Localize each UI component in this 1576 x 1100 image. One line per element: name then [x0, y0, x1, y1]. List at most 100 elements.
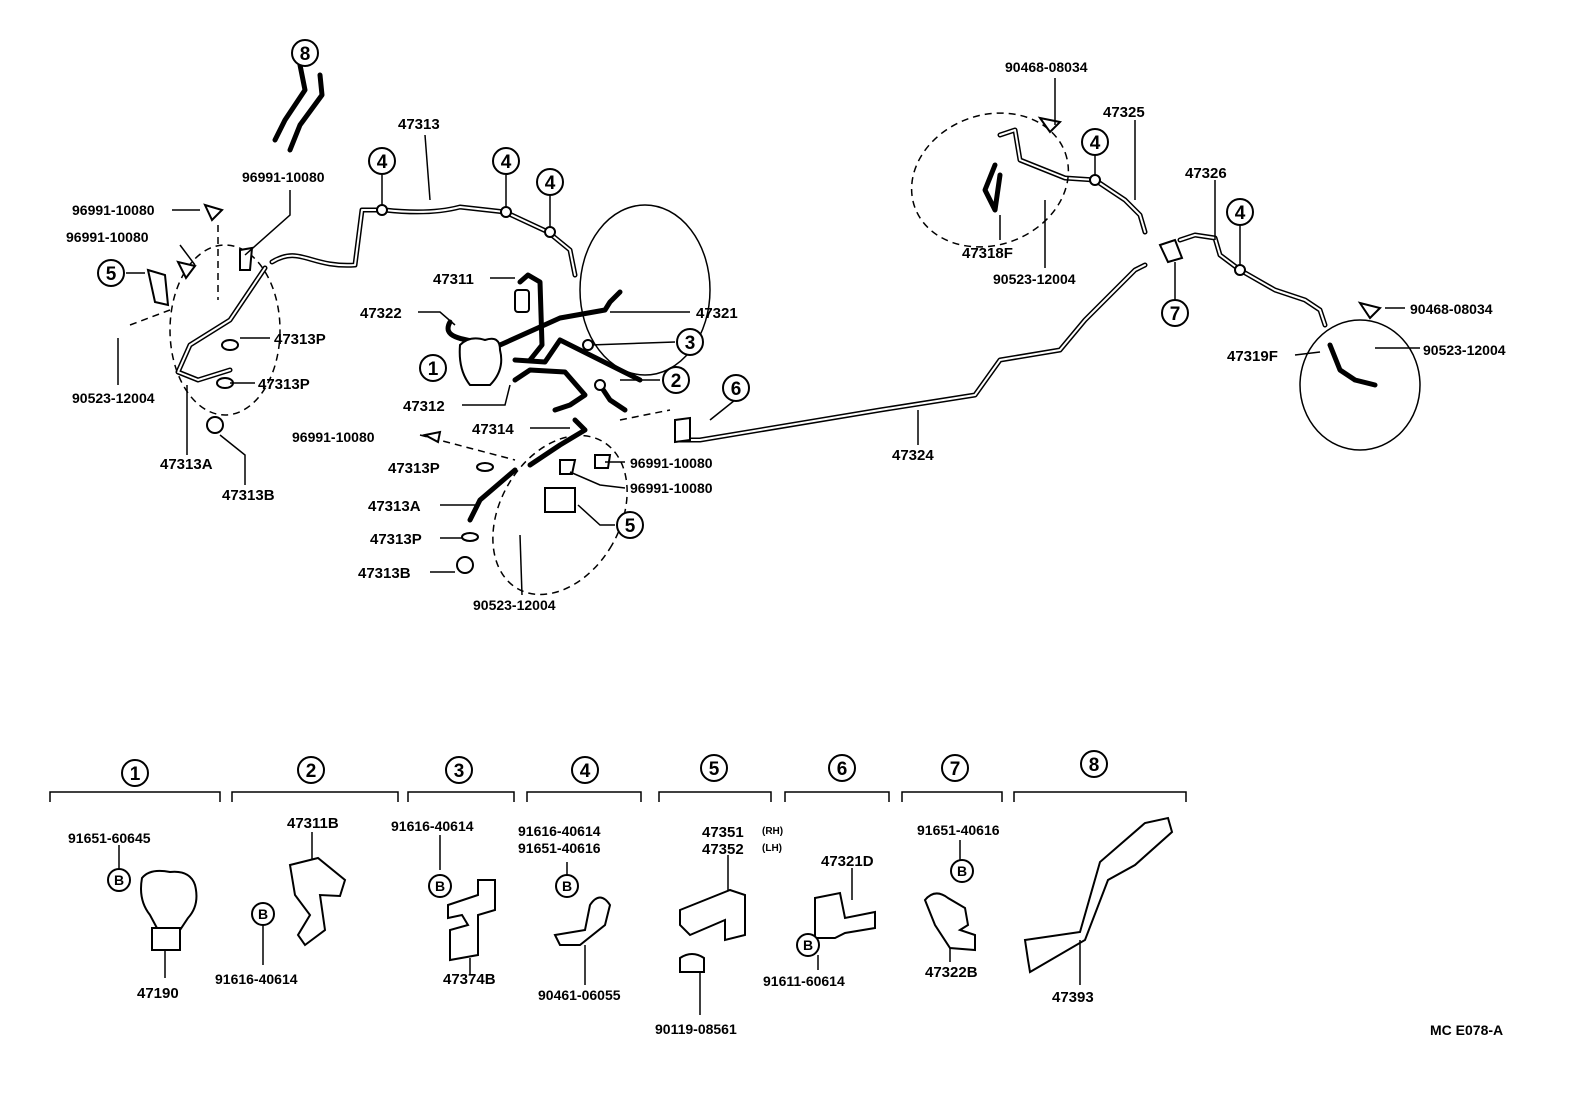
svg-text:B: B — [258, 906, 268, 922]
svg-text:B: B — [114, 872, 124, 888]
svg-text:5: 5 — [106, 264, 117, 285]
label-90523-r: 90523-12004 — [1423, 342, 1506, 358]
svg-text:4: 4 — [377, 152, 388, 173]
label-96991-c: 96991-10080 — [292, 429, 375, 445]
valve-47190-icon — [140, 869, 198, 931]
label-90523-mid: 90523-12004 — [473, 597, 556, 613]
svg-text:4: 4 — [580, 761, 591, 782]
clamp-90461-icon — [553, 896, 612, 946]
label-47313P-a: 47313P — [274, 331, 326, 348]
callout-6-mid: 6 — [722, 374, 750, 402]
label-90523-left: 90523-12004 — [72, 390, 155, 406]
brake-pipes — [175, 62, 1378, 523]
label-g6-a: 47321D — [821, 853, 874, 870]
group-8-header: 8 — [1080, 750, 1108, 778]
svg-text:B: B — [957, 863, 967, 879]
bracket-47311B-icon — [288, 856, 347, 947]
svg-text:8: 8 — [300, 44, 311, 65]
label-g5-a-tag: (RH) — [762, 826, 783, 837]
bracket-47393-icon — [1023, 816, 1174, 974]
clamp-icon — [674, 416, 691, 444]
group-7-header: 7 — [941, 754, 969, 782]
svg-text:5: 5 — [709, 759, 720, 780]
label-47313: 47313 — [398, 116, 440, 133]
bolt-90119-icon — [679, 953, 705, 973]
callout-4-b: 4 — [492, 147, 520, 175]
group-1-header: 1 — [121, 759, 149, 787]
label-g1-b: 47190 — [137, 985, 179, 1002]
bracket-icon — [146, 268, 170, 307]
label-47313P-b: 47313P — [258, 376, 310, 393]
callout-5-mid: 5 — [616, 511, 644, 539]
b-marker: B — [796, 933, 820, 957]
label-47311: 47311 — [433, 271, 474, 288]
svg-text:7: 7 — [950, 759, 961, 780]
callout-8-top: 8 — [291, 39, 319, 67]
clip-47374B-icon — [447, 879, 496, 962]
label-47324: 47324 — [892, 447, 934, 464]
svg-text:4: 4 — [1090, 133, 1101, 154]
label-47313P-c: 47313P — [388, 460, 440, 477]
group-4-header: 4 — [571, 756, 599, 784]
svg-text:3: 3 — [685, 333, 696, 354]
svg-text:2: 2 — [671, 371, 682, 392]
svg-text:4: 4 — [501, 152, 512, 173]
label-g8-a: 47393 — [1052, 989, 1094, 1006]
label-47325: 47325 — [1103, 104, 1145, 121]
pipe-joints — [376, 174, 1246, 391]
label-47321: 47321 — [696, 305, 738, 322]
group-headers: 1 2 3 4 5 6 7 8 — [49, 750, 1187, 802]
label-47313A-left: 47313A — [160, 456, 213, 473]
svg-text:B: B — [803, 937, 813, 953]
label-47326: 47326 — [1185, 165, 1227, 182]
component-outlines — [129, 112, 1421, 596]
callout-4-d: 4 — [1081, 128, 1109, 156]
label-g4-b: 91651-40616 — [518, 840, 601, 856]
label-g3-b: 47374B — [443, 971, 496, 988]
leader-lines — [117, 78, 1420, 596]
label-g2-b: 91616-40614 — [215, 971, 298, 987]
svg-text:7: 7 — [1170, 304, 1181, 325]
label-96991-b: 96991-10080 — [66, 229, 149, 245]
label-g2-a: 47311B — [287, 815, 339, 832]
label-47313B-mid: 47313B — [358, 565, 411, 582]
bracket-47322B-icon — [923, 892, 976, 952]
label-47313A-mid: 47313A — [368, 498, 421, 515]
label-90468-r: 90468-08034 — [1410, 301, 1493, 317]
label-g4-a: 91616-40614 — [518, 823, 601, 839]
callout-2-mid: 2 — [662, 366, 690, 394]
part-labels: 47313 96991-10080 96991-10080 96991-1008… — [66, 59, 1506, 613]
label-90468-top: 90468-08034 — [1005, 59, 1088, 75]
svg-text:8: 8 — [1089, 755, 1100, 776]
callout-1-mid: 1 — [419, 354, 447, 382]
callout-3-mid: 3 — [676, 328, 704, 356]
group-6-header: 6 — [828, 754, 856, 782]
callout-7-mid: 7 — [1161, 299, 1189, 327]
label-90523-rc: 90523-12004 — [993, 271, 1076, 287]
b-marker: B — [107, 868, 131, 892]
callout-4-e: 4 — [1226, 198, 1254, 226]
clip-47321D-icon — [814, 891, 876, 939]
bolt-icon — [456, 556, 474, 574]
bracket-47351-icon — [679, 888, 746, 942]
b-marker: B — [950, 859, 974, 883]
callouts: 8 4 4 4 5 1 3 2 6 5 4 7 4 — [97, 39, 1254, 539]
label-g5-c: 90119-08561 — [655, 1021, 737, 1037]
label-g5-b-tag: (LH) — [762, 843, 782, 854]
label-47319F: 47319F — [1227, 348, 1278, 365]
label-96991-d: 96991-10080 — [630, 455, 713, 471]
svg-text:B: B — [562, 878, 572, 894]
label-g3-a: 91616-40614 — [391, 818, 474, 834]
svg-text:4: 4 — [545, 173, 556, 194]
svg-text:4: 4 — [1235, 203, 1246, 224]
group-2-header: 2 — [297, 756, 325, 784]
diagram-code: MC E078-A — [1430, 1022, 1503, 1038]
svg-text:5: 5 — [625, 516, 636, 537]
svg-text:3: 3 — [454, 761, 465, 782]
b-markers: B B B B B B — [107, 859, 974, 957]
svg-text:2: 2 — [306, 761, 317, 782]
label-g7-a: 91651-40616 — [917, 822, 1000, 838]
label-47313B-left: 47313B — [222, 487, 275, 504]
